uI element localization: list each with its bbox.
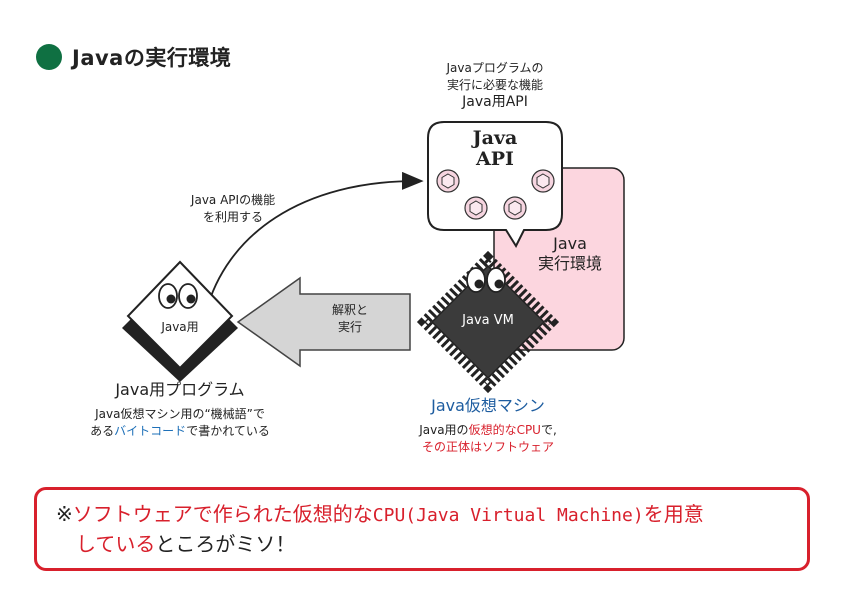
api-bolt-icon [503, 196, 527, 220]
api-caption: Javaプログラムの 実行に必要な機能 Java用API [410, 60, 580, 111]
vm-desc-line2: その正体はソフトウェア [421, 440, 554, 454]
note-text: ※ソフトウェアで作られた仮想的なCPU(Java Virtual Machine… [56, 500, 796, 559]
interpret-label-line2: 実行 [337, 320, 362, 334]
java-env-label: Java 実行環境 [520, 234, 620, 274]
vm-chip-label: Java VM [462, 313, 514, 328]
api-bolt-icon [464, 196, 488, 220]
virtual-cpu-term: 仮想的なCPU [468, 423, 541, 437]
program-diamond-label: Java用 [161, 320, 199, 334]
program-title: Java用プログラム [115, 380, 245, 399]
java-env-label-line2: 実行環境 [537, 254, 602, 273]
api-caption-line3: Java用API [462, 94, 528, 110]
bytecode-term: バイトコード [114, 424, 187, 438]
program-desc-line1: Java仮想マシン用の“機械語”で [95, 407, 265, 421]
api-bubble-line1: Java [472, 127, 518, 149]
use-api-label-line1: Java APIの機能 [190, 193, 276, 207]
api-bolt-icon [531, 169, 555, 193]
program-description: Java仮想マシン用の“機械語”で あるバイトコードで書かれている [40, 406, 320, 440]
interpret-label: 解釈と 実行 [300, 302, 400, 336]
api-bolt-icon [436, 169, 460, 193]
vm-title: Java仮想マシン [431, 396, 545, 415]
api-caption-line1: Javaプログラムの [446, 61, 544, 75]
note-line2: しているところがミソ！ [76, 532, 296, 556]
vm-desc-line1: Java用の仮想的なCPUで, [419, 423, 557, 437]
java-vm-chip [416, 250, 560, 394]
vm-description: Java用の仮想的なCPUで, その正体はソフトウェア [380, 422, 596, 456]
note-box [34, 487, 810, 571]
api-bubble-label: Java API [440, 128, 550, 170]
page-title: Javaの実行環境 [72, 46, 232, 70]
program-desc-line2: あるバイトコードで書かれている [90, 424, 270, 438]
use-api-label-line2: を利用する [202, 210, 263, 224]
interpret-arrow [236, 276, 411, 368]
use-api-label: Java APIの機能 を利用する [168, 192, 298, 226]
interpret-label-line1: 解釈と [331, 303, 368, 317]
api-bubble [427, 121, 563, 249]
java-program-character [122, 260, 238, 382]
note-line1: ※ソフトウェアで作られた仮想的なCPU(Java Virtual Machine… [56, 502, 704, 526]
api-caption-line2: 実行に必要な機能 [446, 78, 543, 92]
api-bubble-line2: API [476, 148, 514, 170]
title-bullet-icon [36, 44, 62, 70]
use-api-arrow [205, 171, 424, 313]
java-env-label-line1: Java [553, 234, 587, 253]
